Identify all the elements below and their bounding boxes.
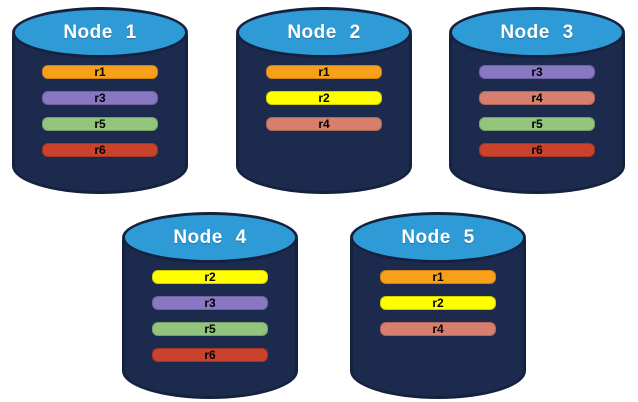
node-label: Node 5 bbox=[401, 226, 475, 248]
replica-bar: r2 bbox=[266, 91, 382, 105]
replica-bar: r5 bbox=[479, 117, 595, 131]
cylinder-body bbox=[12, 34, 188, 194]
cylinder-top: Node 4 bbox=[122, 212, 298, 263]
replica-bar: r3 bbox=[479, 65, 595, 79]
replica-bar: r2 bbox=[380, 296, 496, 310]
replica-bar: r4 bbox=[266, 117, 382, 131]
replica-bar: r2 bbox=[152, 270, 268, 284]
cylinder-body bbox=[236, 34, 412, 194]
cylinder-body bbox=[122, 239, 298, 399]
replica-bar: r6 bbox=[42, 143, 158, 157]
replica-bar: r6 bbox=[152, 348, 268, 362]
replica-bar: r1 bbox=[380, 270, 496, 284]
replica-list: r1 r2 r4 bbox=[236, 65, 412, 131]
node-label: Node 2 bbox=[287, 21, 361, 43]
replica-bar: r6 bbox=[479, 143, 595, 157]
cylinder-body bbox=[350, 239, 526, 399]
replica-list: r3 r4 r5 r6 bbox=[449, 65, 625, 157]
replica-list: r1 r3 r5 r6 bbox=[12, 65, 188, 157]
node-label: Node 4 bbox=[173, 226, 247, 248]
cylinder-body bbox=[449, 34, 625, 194]
replica-bar: r3 bbox=[152, 296, 268, 310]
node-label: Node 3 bbox=[500, 21, 574, 43]
replica-bar: r5 bbox=[152, 322, 268, 336]
node-label: Node 1 bbox=[63, 21, 137, 43]
replica-bar: r1 bbox=[42, 65, 158, 79]
node-cylinder-3: Node 3 r3 r4 r5 r6 bbox=[449, 7, 625, 194]
node-cylinder-1: Node 1 r1 r3 r5 r6 bbox=[12, 7, 188, 194]
replica-bar: r3 bbox=[42, 91, 158, 105]
replica-bar: r1 bbox=[266, 65, 382, 79]
replica-bar: r4 bbox=[479, 91, 595, 105]
cylinder-top: Node 2 bbox=[236, 7, 412, 58]
cylinder-top: Node 5 bbox=[350, 212, 526, 263]
node-cylinder-5: Node 5 r1 r2 r4 bbox=[350, 212, 526, 399]
cylinder-top: Node 3 bbox=[449, 7, 625, 58]
replica-list: r2 r3 r5 r6 bbox=[122, 270, 298, 362]
replica-bar: r5 bbox=[42, 117, 158, 131]
node-cylinder-4: Node 4 r2 r3 r5 r6 bbox=[122, 212, 298, 399]
replica-bar: r4 bbox=[380, 322, 496, 336]
cylinder-top: Node 1 bbox=[12, 7, 188, 58]
replica-list: r1 r2 r4 bbox=[350, 270, 526, 336]
node-cylinder-2: Node 2 r1 r2 r4 bbox=[236, 7, 412, 194]
